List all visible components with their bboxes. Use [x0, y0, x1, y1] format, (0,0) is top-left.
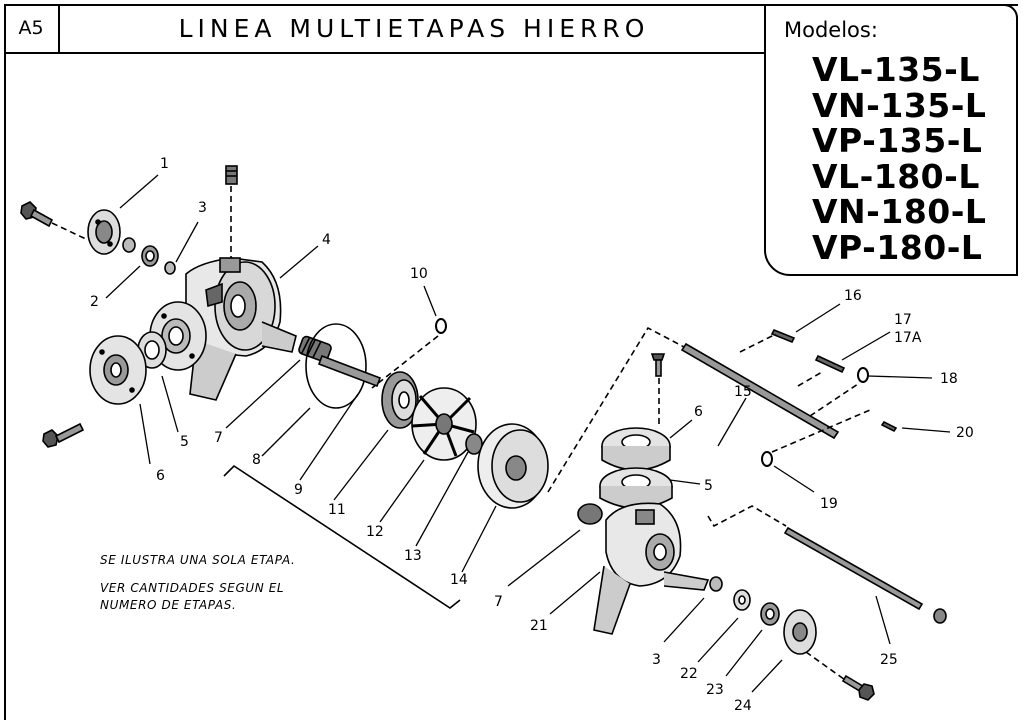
part-number: 5	[704, 478, 713, 494]
pin-part-20	[880, 420, 898, 433]
note-quantities-line1: VER CANTIDADES SEGUN EL	[100, 581, 285, 595]
bolt-lower-left	[42, 422, 85, 448]
pin-part-17	[814, 354, 846, 374]
ring-part-3	[164, 261, 176, 275]
sheet-title: LINEA MULTIETAPAS HIERRO	[178, 13, 650, 43]
model-item: VN-180-L	[812, 192, 987, 231]
part-number: 9	[294, 482, 303, 498]
tie-rod-part-25	[783, 526, 924, 611]
part-number: 7	[214, 430, 223, 446]
part-number: 13	[404, 548, 422, 564]
part-number: 17A	[894, 330, 922, 346]
model-item: VL-135-L	[812, 50, 980, 89]
drawing-frame	[4, 4, 1018, 720]
impeller-part-12	[411, 387, 477, 461]
header-bar	[4, 4, 766, 54]
end-cap-part-1	[87, 209, 121, 255]
bolt-top-left	[20, 201, 54, 228]
part-number: 22	[680, 666, 698, 682]
tie-rod-part-15	[680, 342, 840, 440]
part-number: 23	[706, 682, 724, 698]
washer-small	[122, 237, 136, 253]
part-number: 25	[880, 652, 898, 668]
part-number: 2	[90, 294, 99, 310]
flange-part-5-right	[599, 467, 673, 509]
bolt-top-right	[650, 353, 666, 377]
part-number: 15	[734, 384, 752, 400]
bearing-part-2	[141, 245, 159, 267]
part-number: 10	[410, 266, 428, 282]
nut-part-13	[465, 433, 483, 455]
model-item: VP-135-L	[812, 121, 983, 160]
model-item: VN-135-L	[812, 85, 987, 125]
stage-bracket	[223, 464, 461, 609]
part-number: 11	[328, 502, 346, 518]
models-list: VL-135-L VN-135-L VP-135-L VL-180-L VN-1…	[812, 52, 986, 265]
part-number: 5	[180, 434, 189, 450]
washer-part-22	[733, 589, 751, 611]
part-number: 14	[450, 572, 468, 588]
pump-base-part-21	[593, 502, 710, 635]
o-ring-part-18	[857, 367, 869, 383]
part-number: 1	[160, 156, 169, 172]
model-item: VP-180-L	[812, 227, 983, 267]
shaft-part-9	[317, 354, 382, 388]
counter-flange-part-6-left	[89, 335, 147, 405]
stage-casing-part-14	[477, 423, 549, 509]
part-number: 20	[956, 425, 974, 441]
part-number: 16	[844, 288, 862, 304]
part-number: 8	[252, 452, 261, 468]
part-number: 6	[694, 404, 703, 420]
end-cap-part-24	[783, 609, 817, 655]
nut-part-25	[933, 608, 947, 624]
counter-flange-part-6-right	[601, 427, 671, 471]
note-single-stage: SE ILUSTRA UNA SOLA ETAPA.	[100, 553, 296, 567]
part-number: 3	[652, 652, 661, 668]
o-ring-part-19	[761, 451, 773, 467]
part-number: 6	[156, 468, 165, 484]
o-ring-part-10	[435, 318, 447, 334]
part-number: 24	[734, 698, 752, 714]
part-number: 7	[494, 594, 503, 610]
part-number: 21	[530, 618, 548, 634]
pin-part-16	[770, 328, 796, 344]
models-box	[764, 4, 1018, 276]
model-item: VL-180-L	[812, 156, 980, 196]
part-numbers: 1 3 2 4 5 6 7 8 9 10 11 12 13 14 15 16 1…	[90, 156, 974, 714]
bearing-part-23	[760, 602, 780, 626]
part-number: 4	[322, 232, 331, 248]
mechanical-seal-part-7-right	[577, 503, 603, 525]
part-number: 19	[820, 496, 838, 512]
part-number: 18	[940, 371, 958, 387]
part-number: 17	[894, 312, 912, 328]
ring-part-3-right	[709, 576, 723, 592]
bolt-bottom-right	[841, 674, 875, 701]
part-number: 3	[198, 200, 207, 216]
part-number: 12	[366, 524, 384, 540]
note-quantities-line2: NUMERO DE ETAPAS.	[100, 598, 237, 612]
o-ring-gasket-part-8	[305, 323, 367, 409]
sheet-code: A5	[4, 4, 60, 52]
plug-top	[225, 165, 238, 185]
leader-lines	[105, 174, 951, 693]
diffuser-plate-part-11	[381, 371, 419, 429]
models-label: Modelos:	[784, 18, 878, 42]
